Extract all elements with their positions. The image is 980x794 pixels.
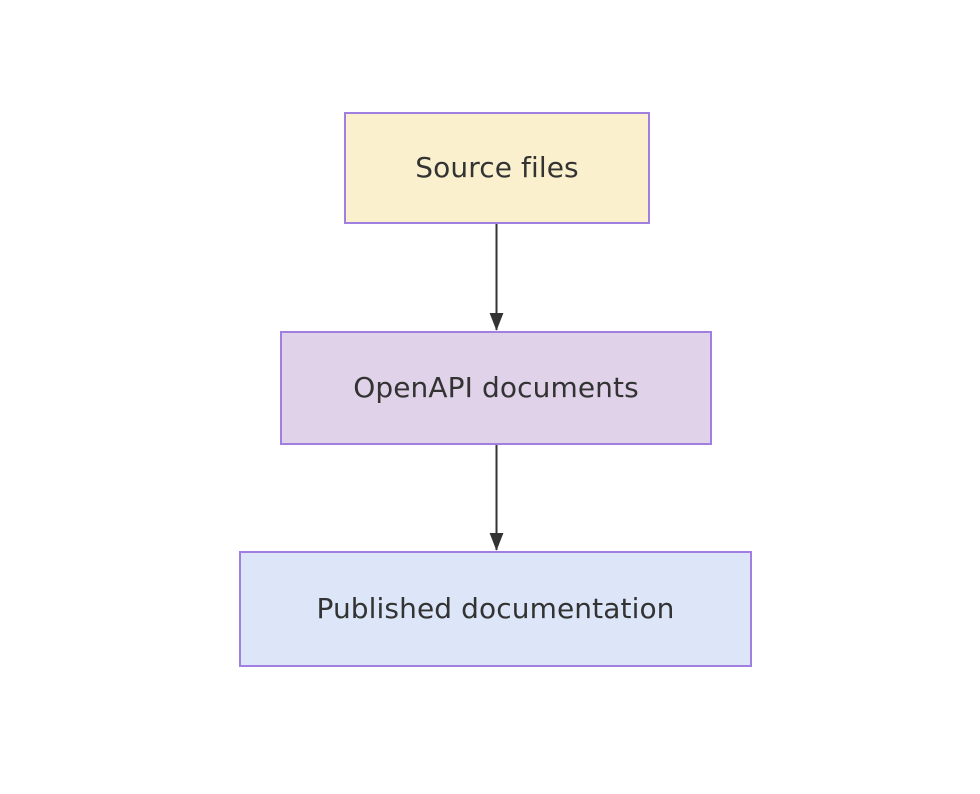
flowchart-node-label: Published documentation xyxy=(316,591,675,625)
flowchart-node-label: OpenAPI documents xyxy=(353,370,639,404)
flowchart-node-source-files[interactable]: Source files xyxy=(344,112,650,224)
flowchart-node-published-documentation[interactable]: Published documentation xyxy=(239,551,752,667)
flowchart-node-openapi-documents[interactable]: OpenAPI documents xyxy=(280,331,712,445)
flowchart-node-label: Source files xyxy=(415,150,579,184)
